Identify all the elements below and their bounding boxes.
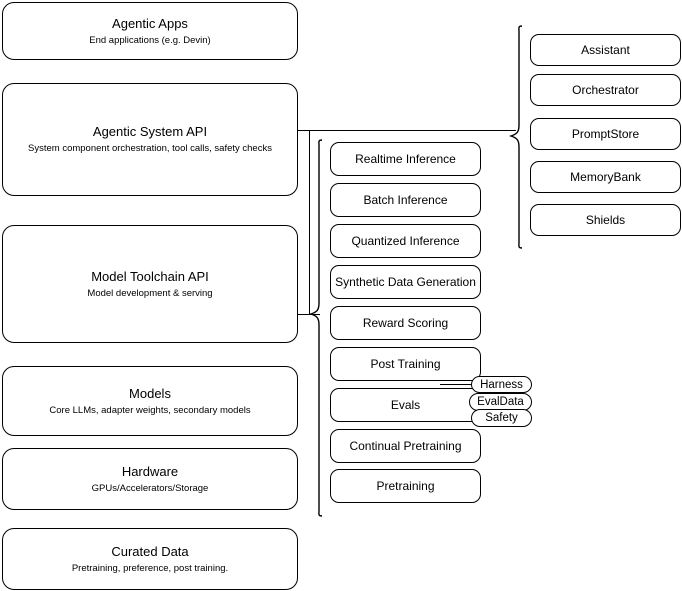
layer-title: Model Toolchain API (91, 268, 209, 284)
layer-subtitle: System component orchestration, tool cal… (28, 143, 272, 154)
chip-orchestrator[interactable]: Orchestrator (530, 74, 681, 106)
layer-box-curated-data[interactable]: Curated Data Pretraining, preference, po… (2, 528, 298, 590)
chip-label: Batch Inference (363, 192, 448, 207)
layer-subtitle: Model development & serving (87, 287, 213, 299)
pill-label: Harness (480, 378, 523, 391)
chip-quantized-inference[interactable]: Quantized Inference (330, 224, 481, 258)
layer-box-models[interactable]: Models Core LLMs, adapter weights, secon… (2, 366, 298, 436)
layer-title: Curated Data (111, 543, 189, 559)
chip-label: Reward Scoring (362, 315, 449, 330)
chip-promptstore[interactable]: PromptStore (530, 118, 681, 150)
chip-memorybank[interactable]: MemoryBank (530, 161, 681, 193)
layer-box-model-toolchain-api[interactable]: Model Toolchain API Model development & … (2, 225, 298, 343)
chip-realtime-inference[interactable]: Realtime Inference (330, 142, 481, 176)
chip-label: Synthetic Data Generation (335, 274, 476, 289)
chip-label: PromptStore (571, 126, 640, 141)
chip-label: MemoryBank (570, 169, 641, 184)
chip-label: Continual Pretraining (349, 438, 462, 453)
chip-label: Shields (585, 212, 626, 227)
layer-box-agentic-apps[interactable]: Agentic Apps End applications (e.g. Devi… (2, 2, 298, 60)
chip-batch-inference[interactable]: Batch Inference (330, 183, 481, 217)
connector-system-api-to-right-brace (298, 130, 516, 132)
chip-post-training[interactable]: Post Training (330, 347, 481, 381)
chip-continual-pretraining[interactable]: Continual Pretraining (330, 429, 481, 463)
chip-shields[interactable]: Shields (530, 204, 681, 236)
chip-label: Orchestrator (572, 82, 639, 97)
layer-subtitle: Core LLMs, adapter weights, secondary mo… (49, 404, 251, 416)
chip-synthetic-data-generation[interactable]: Synthetic Data Generation (330, 265, 481, 299)
layer-title: Models (129, 385, 171, 401)
chip-evals[interactable]: Evals (330, 388, 481, 422)
chip-reward-scoring[interactable]: Reward Scoring (330, 306, 481, 340)
chip-label: Post Training (370, 356, 441, 371)
pill-label: EvalData (477, 396, 524, 408)
layer-subtitle: Pretraining, preference, post training. (71, 562, 229, 574)
chip-label: Evals (390, 397, 421, 412)
chip-label: Quantized Inference (351, 233, 460, 248)
layer-title: Agentic System API (92, 124, 208, 139)
right-curly-brace (508, 25, 523, 249)
chip-label: Pretraining (376, 478, 435, 493)
layer-subtitle: End applications (e.g. Devin) (89, 34, 211, 46)
layer-box-hardware[interactable]: Hardware GPUs/Accelerators/Storage (2, 448, 298, 510)
layer-subtitle: GPUs/Accelerators/Storage (91, 482, 209, 494)
connector-evals-to-harness (440, 384, 482, 386)
chip-assistant[interactable]: Assistant (530, 34, 681, 66)
pill-evaldata[interactable]: EvalData (469, 393, 532, 411)
pill-harness[interactable]: Harness (471, 376, 532, 393)
pill-safety[interactable]: Safety (471, 409, 532, 427)
layer-title: Agentic Apps (112, 15, 188, 31)
chip-label: Assistant (581, 42, 630, 57)
pill-label: Safety (485, 412, 518, 424)
chip-pretraining[interactable]: Pretraining (330, 469, 481, 503)
connector-vertical-stub (309, 130, 311, 315)
chip-label: Realtime Inference (355, 151, 456, 166)
layer-title: Hardware (121, 463, 179, 479)
middle-curly-brace (308, 139, 323, 517)
layer-box-agentic-system-api[interactable]: Agentic System API System component orch… (2, 83, 298, 196)
